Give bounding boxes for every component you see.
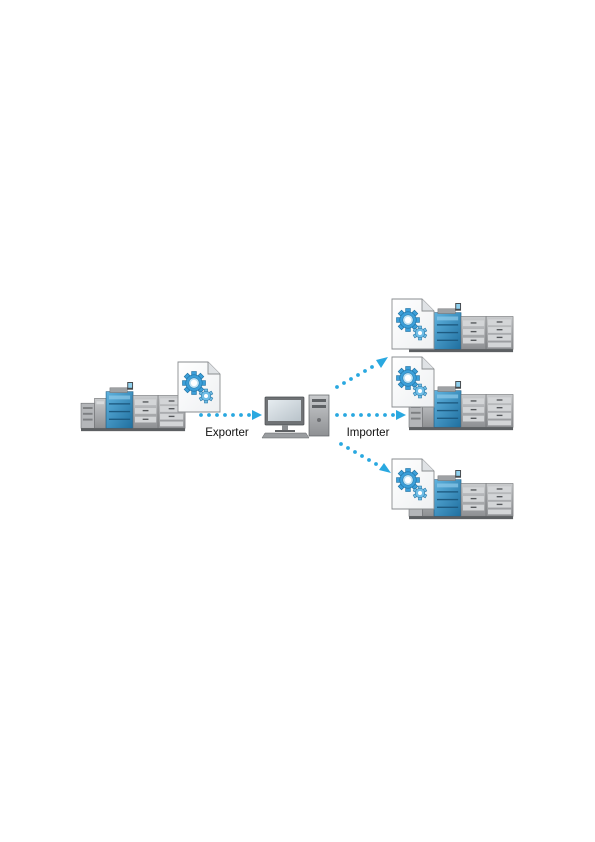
gear-document-icon (391, 356, 435, 408)
exporter-label: Exporter (205, 427, 249, 439)
gear-document-icon (391, 458, 435, 510)
desktop-computer-icon (261, 394, 330, 439)
exported-settings-document (177, 361, 221, 413)
target-printer-top (391, 298, 514, 353)
export-arrow (199, 410, 262, 420)
target-printer-middle (391, 356, 514, 431)
gear-document-icon (391, 298, 435, 350)
source-printer (80, 381, 186, 432)
target-printer-bottom (391, 458, 514, 520)
gear-document-icon (177, 361, 221, 413)
import-arrow-top (335, 357, 388, 389)
import-arrow-middle (335, 410, 406, 420)
computer (261, 394, 330, 439)
production-printer-icon (80, 381, 186, 432)
importer-label: Importer (347, 427, 390, 439)
import-arrow-bottom (339, 442, 391, 473)
